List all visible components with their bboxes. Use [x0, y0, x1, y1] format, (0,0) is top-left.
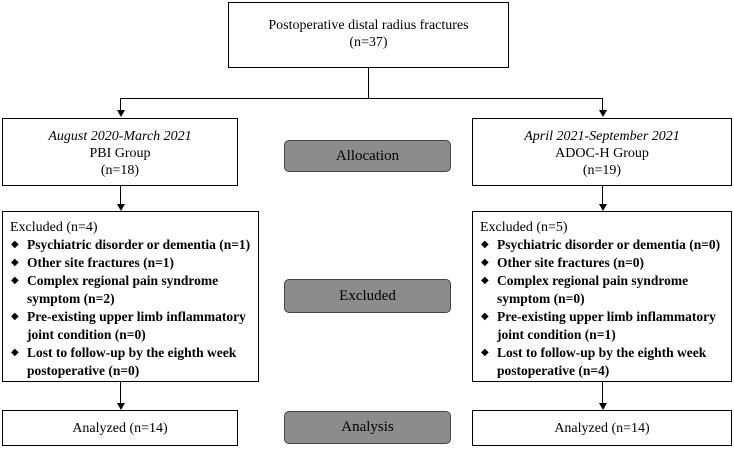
list-item: ◆Other site fractures (n=0) — [481, 255, 645, 270]
arrow-right-excluded — [599, 204, 607, 211]
list-item: ◆Psychiatric disorder or dementia (n=0) — [481, 237, 721, 252]
diamond-bullet-icon: ◆ — [11, 347, 19, 358]
pbi-excluded-list: ◆Psychiatric disorder or dementia (n=1) … — [10, 236, 250, 380]
connector-split-horizontal — [120, 98, 603, 99]
adoc-h-analyzed-label: Analyzed (n=14) — [554, 420, 650, 436]
diamond-bullet-icon: ◆ — [481, 239, 489, 250]
diamond-bullet-icon: ◆ — [481, 275, 489, 286]
list-item: ◆Complex regional pain syndrome symptom … — [481, 273, 689, 306]
diamond-bullet-icon: ◆ — [11, 257, 19, 268]
list-item: ◆Pre-existing upper limb inflammatory jo… — [481, 309, 716, 342]
total-fractures-title: Postoperative distal radius fractures — [268, 18, 469, 33]
stage-allocation-label: Allocation — [335, 147, 400, 164]
pbi-group-count: (n=18) — [100, 163, 140, 178]
diamond-bullet-icon: ◆ — [11, 311, 19, 322]
total-fractures-count: (n=37) — [349, 35, 388, 50]
pbi-group-name: PBI Group — [89, 146, 151, 161]
pbi-analyzed-box: Analyzed (n=14) — [2, 410, 238, 446]
adoc-h-analyzed-box: Analyzed (n=14) — [472, 410, 732, 446]
list-item: ◆Pre-existing upper limb inflammatory jo… — [11, 309, 246, 342]
arrow-left-group — [117, 110, 125, 117]
stage-excluded: Excluded — [284, 279, 451, 313]
diamond-bullet-icon: ◆ — [11, 275, 19, 286]
pbi-group-box: August 2020-March 2021 PBI Group (n=18) — [2, 118, 238, 186]
list-item: ◆Other site fractures (n=1) — [11, 255, 175, 270]
pbi-group-period: August 2020-March 2021 — [48, 129, 192, 144]
diamond-bullet-icon: ◆ — [481, 311, 489, 322]
adoc-h-group-box: April 2021-September 2021 ADOC-H Group (… — [472, 118, 732, 186]
list-item: ◆Psychiatric disorder or dementia (n=1) — [11, 237, 251, 252]
connector-left-to-excluded — [120, 186, 121, 205]
stage-excluded-label: Excluded — [339, 287, 396, 304]
arrow-left-analyzed — [117, 403, 125, 410]
connector-left-drop — [120, 98, 121, 111]
diamond-bullet-icon: ◆ — [481, 347, 489, 358]
arrow-left-excluded — [117, 204, 125, 211]
adoc-h-group-period: April 2021-September 2021 — [524, 129, 680, 144]
connector-right-to-analyzed — [602, 382, 603, 404]
stage-analysis: Analysis — [284, 411, 451, 444]
connector-right-to-excluded — [602, 186, 603, 205]
adoc-h-group-name: ADOC-H Group — [555, 146, 649, 161]
pbi-excluded-box: Excluded (n=4) ◆Psychiatric disorder or … — [2, 211, 259, 382]
diamond-bullet-icon: ◆ — [481, 257, 489, 268]
connector-left-to-analyzed — [120, 382, 121, 404]
list-item: ◆Lost to follow-up by the eighth week po… — [11, 345, 237, 378]
pbi-excluded-header: Excluded (n=4) — [10, 220, 98, 235]
stage-allocation: Allocation — [284, 140, 451, 172]
arrow-right-analyzed — [599, 403, 607, 410]
diamond-bullet-icon: ◆ — [11, 239, 19, 250]
adoc-h-excluded-list: ◆Psychiatric disorder or dementia (n=0) … — [480, 236, 720, 380]
adoc-h-excluded-header: Excluded (n=5) — [480, 220, 568, 235]
adoc-h-excluded-box: Excluded (n=5) ◆Psychiatric disorder or … — [472, 211, 732, 382]
connector-top-vertical — [368, 68, 369, 99]
total-fractures-box: Postoperative distal radius fractures (n… — [228, 2, 509, 68]
stage-analysis-label: Analysis — [341, 419, 394, 435]
pbi-analyzed-label: Analyzed (n=14) — [72, 420, 168, 436]
list-item: ◆Complex regional pain syndrome symptom … — [11, 273, 219, 306]
connector-right-drop — [602, 98, 603, 111]
adoc-h-group-count: (n=19) — [582, 163, 622, 178]
arrow-right-group — [599, 110, 607, 117]
list-item: ◆Lost to follow-up by the eighth week po… — [481, 345, 707, 378]
